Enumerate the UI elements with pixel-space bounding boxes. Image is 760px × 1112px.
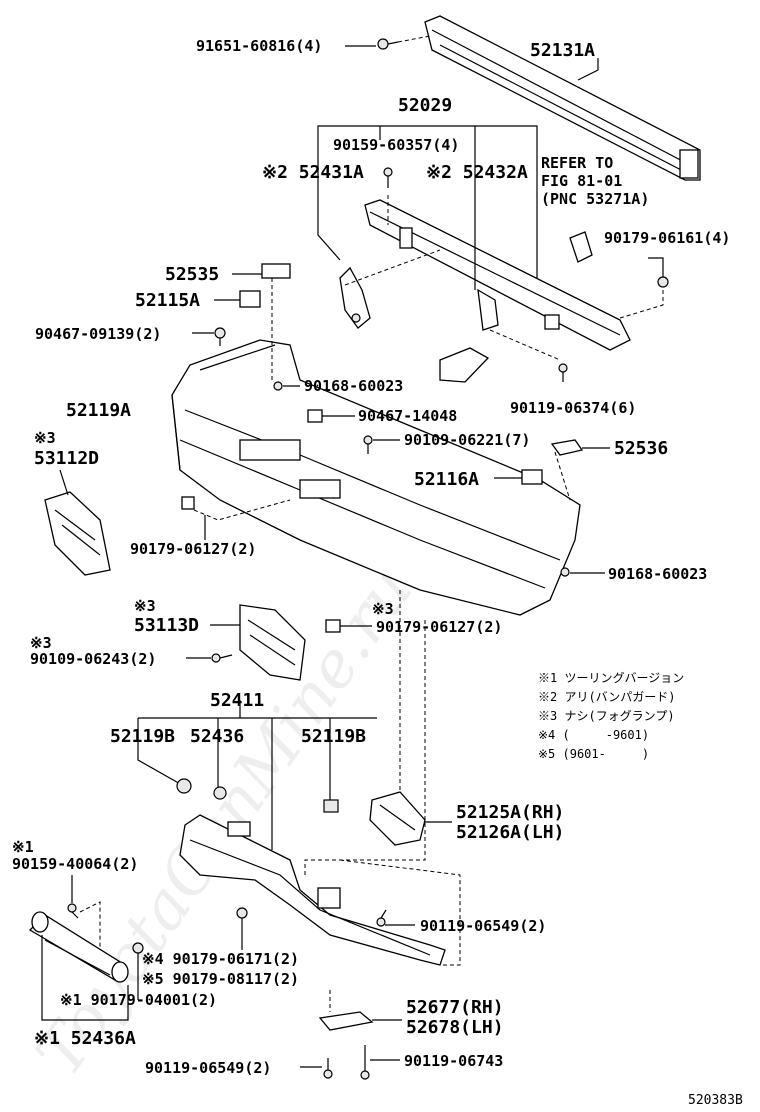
screw-90109-06243-icon xyxy=(211,653,233,663)
bracket-52115A-part xyxy=(239,290,261,308)
label-52119B-left: 52119B xyxy=(110,726,175,747)
label-52029: 52029 xyxy=(398,95,452,116)
label-52119B-right: 52119B xyxy=(301,726,366,747)
footnote-5: ※5 (9601- ) xyxy=(538,747,649,761)
label-90159-40064: 90159-40064(2) xyxy=(12,855,138,873)
label-fig: FIG 81-01 xyxy=(541,172,622,190)
label-52116A: 52116A xyxy=(414,469,479,490)
label-90119-06374: 90119-06374(6) xyxy=(510,399,636,417)
label-52436: 52436 xyxy=(190,726,244,747)
reinforcement-bar-part xyxy=(424,15,701,181)
bolt-90159-40064-icon xyxy=(67,903,79,919)
label-90119-06549-upper: 90119-06549(2) xyxy=(420,917,546,935)
label-90179-06161: 90179-06161(4) xyxy=(604,229,730,247)
label-52431A: ※2 52431A xyxy=(262,162,364,183)
note-mark-90179-06127-right: ※3 xyxy=(372,600,394,618)
label-91651-60816: 91651-60816(4) xyxy=(196,37,322,55)
clip-52536-part xyxy=(550,439,584,456)
label-90467-14048: 90467-14048 xyxy=(358,407,457,425)
label-90109-06243: 90109-06243(2) xyxy=(30,650,156,668)
label-53112D: 53112D xyxy=(34,448,99,469)
footnote-3: ※3 ナシ(フォグランプ) xyxy=(538,709,675,723)
label-90179-04001: ※1 90179-04001(2) xyxy=(60,991,217,1009)
label-53113D: 53113D xyxy=(134,615,199,636)
label-52536: 52536 xyxy=(614,438,668,459)
tube-52436A-part xyxy=(28,911,129,983)
fog-cover-53112D-part xyxy=(44,469,111,576)
nut-90179-06161-icon xyxy=(657,276,669,288)
label-52535: 52535 xyxy=(165,264,219,285)
nut-90179-06127-right-part xyxy=(325,619,341,633)
bolt-91651-icon xyxy=(377,38,399,50)
screw-90168-60023-upper-icon xyxy=(273,381,283,391)
cap-52119B-right-part xyxy=(323,799,339,813)
bumper-arm-bracket-part xyxy=(364,199,631,351)
watermark: ToyotaCanMine.ru xyxy=(22,555,427,1089)
screw-90109-06221-icon xyxy=(363,435,373,454)
right-stay-part xyxy=(439,288,499,383)
label-52432A: ※2 52432A xyxy=(426,162,528,183)
nut-90179-06171-icon xyxy=(236,907,248,919)
bolt-90119-06374-icon xyxy=(558,363,568,382)
label-90467-09139: 90467-09139(2) xyxy=(35,325,161,343)
note-mark-53113D: ※3 xyxy=(134,597,156,615)
label-90119-06743: 90119-06743 xyxy=(404,1052,503,1070)
label-90179-06171: ※4 90179-06171(2) xyxy=(142,950,299,968)
footnote-1: ※1 ツーリングバージョン xyxy=(538,671,684,685)
label-90109-06221: 90109-06221(7) xyxy=(404,431,530,449)
bolt-90159-60357-icon xyxy=(383,167,393,188)
bracket-52116A-part xyxy=(521,469,543,485)
note-mark-90159-40064: ※1 xyxy=(12,838,34,856)
label-52436A: ※1 52436A xyxy=(34,1028,136,1049)
clip-52535-part xyxy=(261,263,291,279)
label-90179-06127-right: 90179-06127(2) xyxy=(376,618,502,636)
note-mark-53112D: ※3 xyxy=(34,429,56,447)
bolt-90119-06549-upper-icon xyxy=(376,909,387,927)
footnote-2: ※2 アリ(バンパガード) xyxy=(538,690,676,704)
note-mark-90109-06243: ※3 xyxy=(30,634,52,652)
label-52115A: 52115A xyxy=(135,290,200,311)
label-52119A: 52119A xyxy=(66,400,131,421)
bumper-cover-part xyxy=(171,339,581,616)
label-52131A: 52131A xyxy=(530,40,595,61)
label-52678: 52678(LH) xyxy=(406,1017,504,1038)
label-pnc: (PNC 53271A) xyxy=(541,190,649,208)
figure-code: 520383B xyxy=(688,1093,743,1108)
cap-52436-part xyxy=(213,786,227,800)
label-90179-06127-left: 90179-06127(2) xyxy=(130,540,256,558)
label-90179-08117: ※5 90179-08117(2) xyxy=(142,970,299,988)
nut-90179-06127-left-part xyxy=(181,496,195,510)
clip-90467-14048-part xyxy=(307,409,323,423)
bolt-90119-06549-lower-icon xyxy=(323,1058,333,1079)
label-52677: 52677(RH) xyxy=(406,997,504,1018)
left-stay-part xyxy=(339,266,371,329)
label-52125A: 52125A(RH) xyxy=(456,802,564,823)
bolt-90119-06743-icon xyxy=(360,1045,370,1080)
label-52126A: 52126A(LH) xyxy=(456,822,564,843)
lamp-bezel-part xyxy=(369,791,426,846)
clip-90467-09139-icon xyxy=(214,327,226,346)
footnote-4: ※4 ( -9601) xyxy=(538,728,649,742)
label-90168-60023-upper: 90168-60023 xyxy=(304,377,403,395)
label-90168-60023-lower: 90168-60023 xyxy=(608,565,707,583)
label-refer-to: REFER TO xyxy=(541,154,613,172)
screw-90168-60023-lower-icon xyxy=(560,567,570,577)
label-90119-06549-lower: 90119-06549(2) xyxy=(145,1059,271,1077)
guard-bar-part xyxy=(179,814,446,966)
label-52411: 52411 xyxy=(210,690,264,711)
footnote-list: ※1 ツーリングバージョン ※2 アリ(バンパガード) ※3 ナシ(フォグランプ… xyxy=(538,671,684,761)
fog-cover-53113D-part xyxy=(239,604,306,681)
cap-52119B-left-part xyxy=(176,778,192,794)
label-90159-60357: 90159-60357(4) xyxy=(333,136,459,154)
bracket-52677-part xyxy=(318,1011,374,1031)
